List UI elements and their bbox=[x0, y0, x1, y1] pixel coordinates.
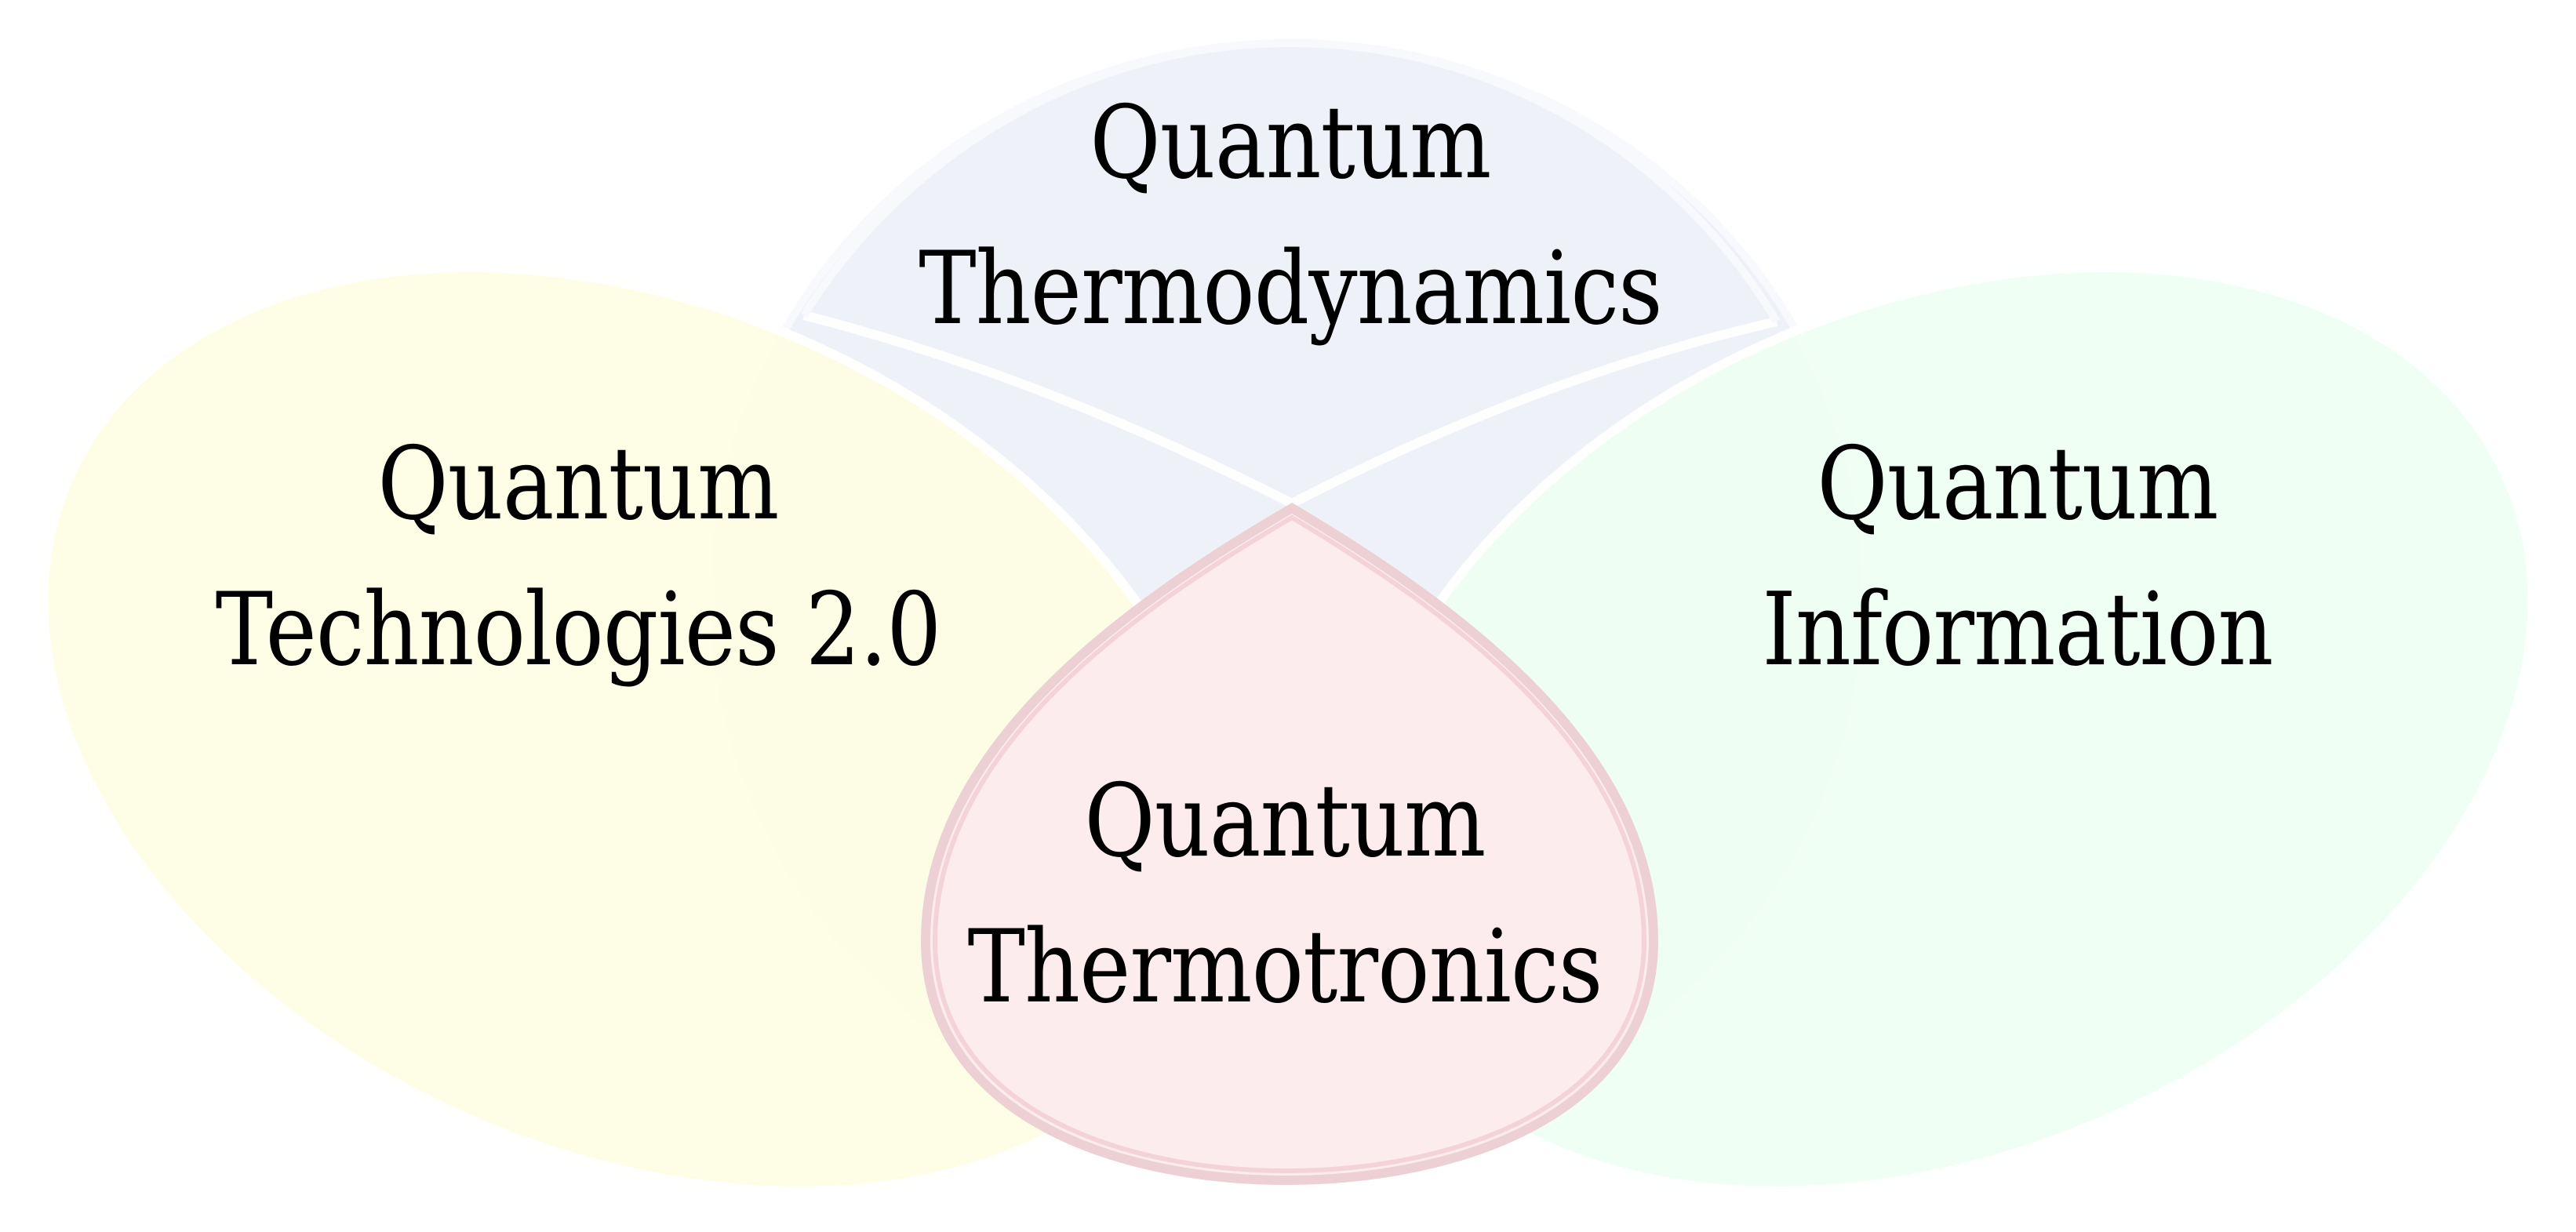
label-technologies-line1: Quantum bbox=[377, 426, 779, 543]
label-thermodynamics-line1: Quantum bbox=[1090, 85, 1491, 202]
label-thermodynamics: Quantum Thermodynamics bbox=[919, 71, 1662, 362]
label-technologies-line2: Technologies 2.0 bbox=[215, 572, 942, 689]
label-technologies: Quantum Technologies 2.0 bbox=[215, 412, 942, 703]
intersection-thermotronics-shape bbox=[920, 503, 1659, 1186]
set-thermodynamics-outline bbox=[800, 38, 1781, 324]
overlap-top-region bbox=[804, 43, 1777, 503]
label-information-line2: Information bbox=[1762, 572, 2273, 689]
label-thermotronics-line2: Thermotronics bbox=[967, 909, 1603, 1026]
intersection-thermotronics-inner-stroke bbox=[932, 514, 1647, 1174]
label-thermotronics: Quantum Thermotronics bbox=[968, 749, 1603, 1041]
label-thermodynamics-line2: Thermodynamics bbox=[919, 231, 1662, 347]
label-information: Quantum Information bbox=[1762, 412, 2273, 703]
label-information-line1: Quantum bbox=[1817, 426, 2218, 543]
label-thermotronics-line1: Quantum bbox=[1084, 763, 1486, 880]
